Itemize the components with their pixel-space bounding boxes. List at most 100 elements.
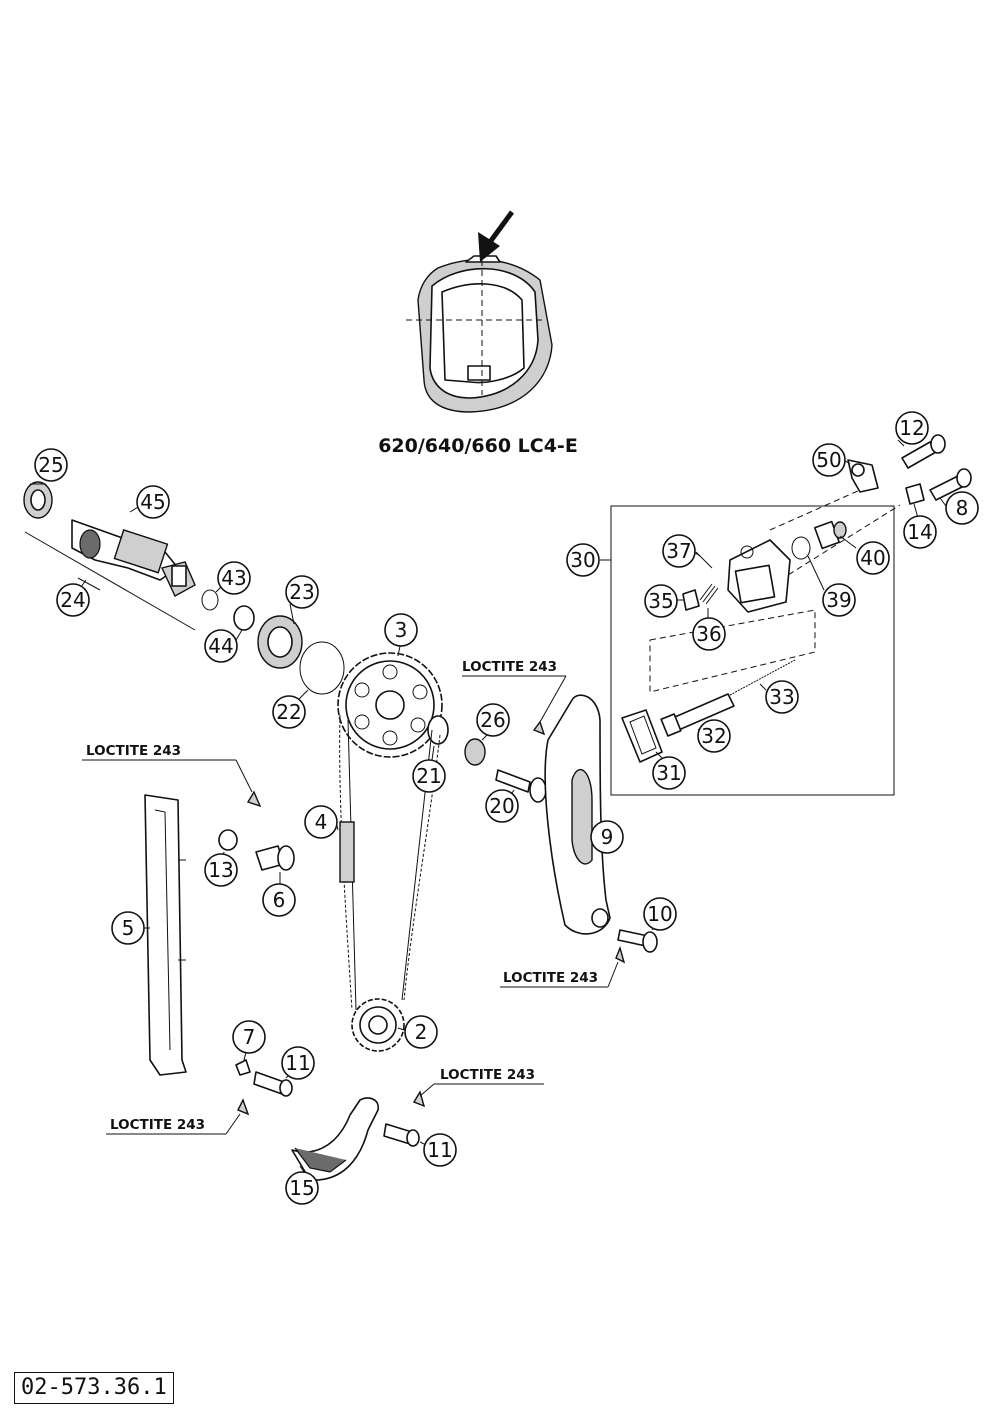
svg-text:2: 2 — [415, 1020, 428, 1044]
svg-text:30: 30 — [570, 548, 595, 572]
callout-31: 31 — [652, 756, 686, 790]
loctite-note-top-right: LOCTITE 243 — [462, 659, 567, 723]
svg-text:7: 7 — [243, 1025, 256, 1049]
svg-text:43: 43 — [221, 566, 246, 590]
svg-text:32: 32 — [701, 724, 726, 748]
loctite-drop — [412, 1090, 426, 1108]
callout-4: 4 — [304, 805, 338, 839]
tensioner-rail-9 — [544, 694, 611, 935]
pivot-pin-6 — [255, 845, 295, 871]
svg-text:20: 20 — [489, 794, 514, 818]
svg-text:LOCTITE 243: LOCTITE 243 — [86, 743, 181, 759]
svg-text:26: 26 — [480, 708, 505, 732]
loctite-drop — [237, 1098, 250, 1116]
svg-text:39: 39 — [826, 588, 851, 612]
tensioner-housing — [727, 539, 791, 613]
guide-rail-5 — [144, 794, 187, 1076]
bracket-50 — [847, 459, 879, 493]
callout-15: 15 — [285, 1171, 319, 1205]
ball-bearing-23 — [257, 615, 303, 669]
tensioner-assembly-frame — [610, 505, 895, 796]
screw-12 — [901, 434, 946, 469]
svg-text:12: 12 — [899, 416, 924, 440]
screw-11a — [253, 1071, 293, 1097]
callout-6: 6 — [262, 883, 296, 917]
callout-5: 5 — [111, 911, 145, 945]
svg-text:23: 23 — [289, 580, 314, 604]
svg-text:LOCTITE 243: LOCTITE 243 — [503, 970, 598, 986]
callout-50: 50 — [812, 443, 846, 477]
plug-7 — [235, 1059, 251, 1076]
svg-text:LOCTITE 243: LOCTITE 243 — [440, 1067, 535, 1083]
loctite-drop — [246, 790, 262, 808]
washer-13 — [218, 829, 238, 851]
decompressor-cam — [161, 561, 196, 597]
callout-37: 37 — [662, 534, 696, 568]
svg-text:21: 21 — [416, 764, 441, 788]
chain-guide-15 — [291, 1097, 380, 1181]
callout-43: 43 — [217, 561, 251, 595]
svg-text:44: 44 — [208, 634, 233, 658]
callout-9: 9 — [590, 820, 624, 854]
bolt-20 — [495, 769, 547, 803]
camshaft-24 — [71, 519, 179, 581]
loctite-note-bottom-center: LOCTITE 243 — [419, 1067, 544, 1097]
loctite-drop — [532, 720, 546, 736]
callout-8: 8 — [945, 491, 979, 525]
loctite-note-bottom-left: LOCTITE 243 — [106, 1113, 241, 1135]
svg-text:22: 22 — [276, 700, 301, 724]
svg-text:8: 8 — [956, 496, 969, 520]
loctite-note-middle-left: LOCTITE 243 — [82, 743, 253, 793]
retaining-ring-22 — [299, 641, 345, 695]
svg-text:15: 15 — [289, 1176, 314, 1200]
gasket-31 — [621, 709, 663, 763]
svg-text:10: 10 — [647, 902, 672, 926]
callout-32: 32 — [697, 719, 731, 753]
svg-text:37: 37 — [666, 539, 691, 563]
lock-washer-26 — [464, 738, 486, 766]
callout-23: 23 — [285, 575, 319, 609]
callout-13: 13 — [204, 853, 238, 887]
needle-bearing-25 — [23, 481, 53, 519]
svg-text:25: 25 — [38, 453, 63, 477]
loctite-note-right: LOCTITE 243 — [500, 961, 619, 988]
callout-36: 36 — [692, 617, 726, 651]
callout-30: 30 — [566, 543, 600, 577]
crank-sprocket-2 — [351, 998, 405, 1052]
plunger-35 — [682, 589, 700, 611]
callout-26: 26 — [476, 703, 510, 737]
svg-text:36: 36 — [696, 622, 721, 646]
svg-text:13: 13 — [208, 858, 233, 882]
svg-text:40: 40 — [860, 546, 885, 570]
svg-text:3: 3 — [395, 618, 408, 642]
spring-33 — [729, 659, 796, 696]
callout-44: 44 — [204, 629, 238, 663]
callout-21: 21 — [412, 759, 446, 793]
loctite-drop — [615, 945, 626, 964]
callout-20: 20 — [485, 789, 519, 823]
document-number: 02-573.36.1 — [14, 1372, 174, 1404]
assembly-line — [769, 489, 861, 531]
push-rod-32 — [660, 693, 735, 737]
svg-text:11: 11 — [285, 1051, 310, 1075]
screw-8 — [929, 468, 972, 501]
svg-text:45: 45 — [140, 490, 165, 514]
svg-text:4: 4 — [315, 810, 328, 834]
timing-mark-detail — [406, 250, 553, 413]
bolt-10 — [617, 929, 658, 953]
callout-2: 2 — [404, 1015, 438, 1049]
callout-10: 10 — [643, 897, 677, 931]
svg-text:11: 11 — [427, 1138, 452, 1162]
callout-35: 35 — [644, 584, 678, 618]
svg-text:LOCTITE 243: LOCTITE 243 — [462, 659, 557, 675]
callout-45: 45 — [136, 485, 170, 519]
callout-14: 14 — [903, 515, 937, 549]
callout-33: 33 — [765, 680, 799, 714]
assembly-outline — [649, 609, 816, 693]
svg-text:5: 5 — [122, 916, 135, 940]
svg-text:6: 6 — [273, 888, 286, 912]
circlip-43 — [201, 589, 219, 611]
screw-11b — [383, 1123, 420, 1147]
svg-text:9: 9 — [601, 825, 614, 849]
